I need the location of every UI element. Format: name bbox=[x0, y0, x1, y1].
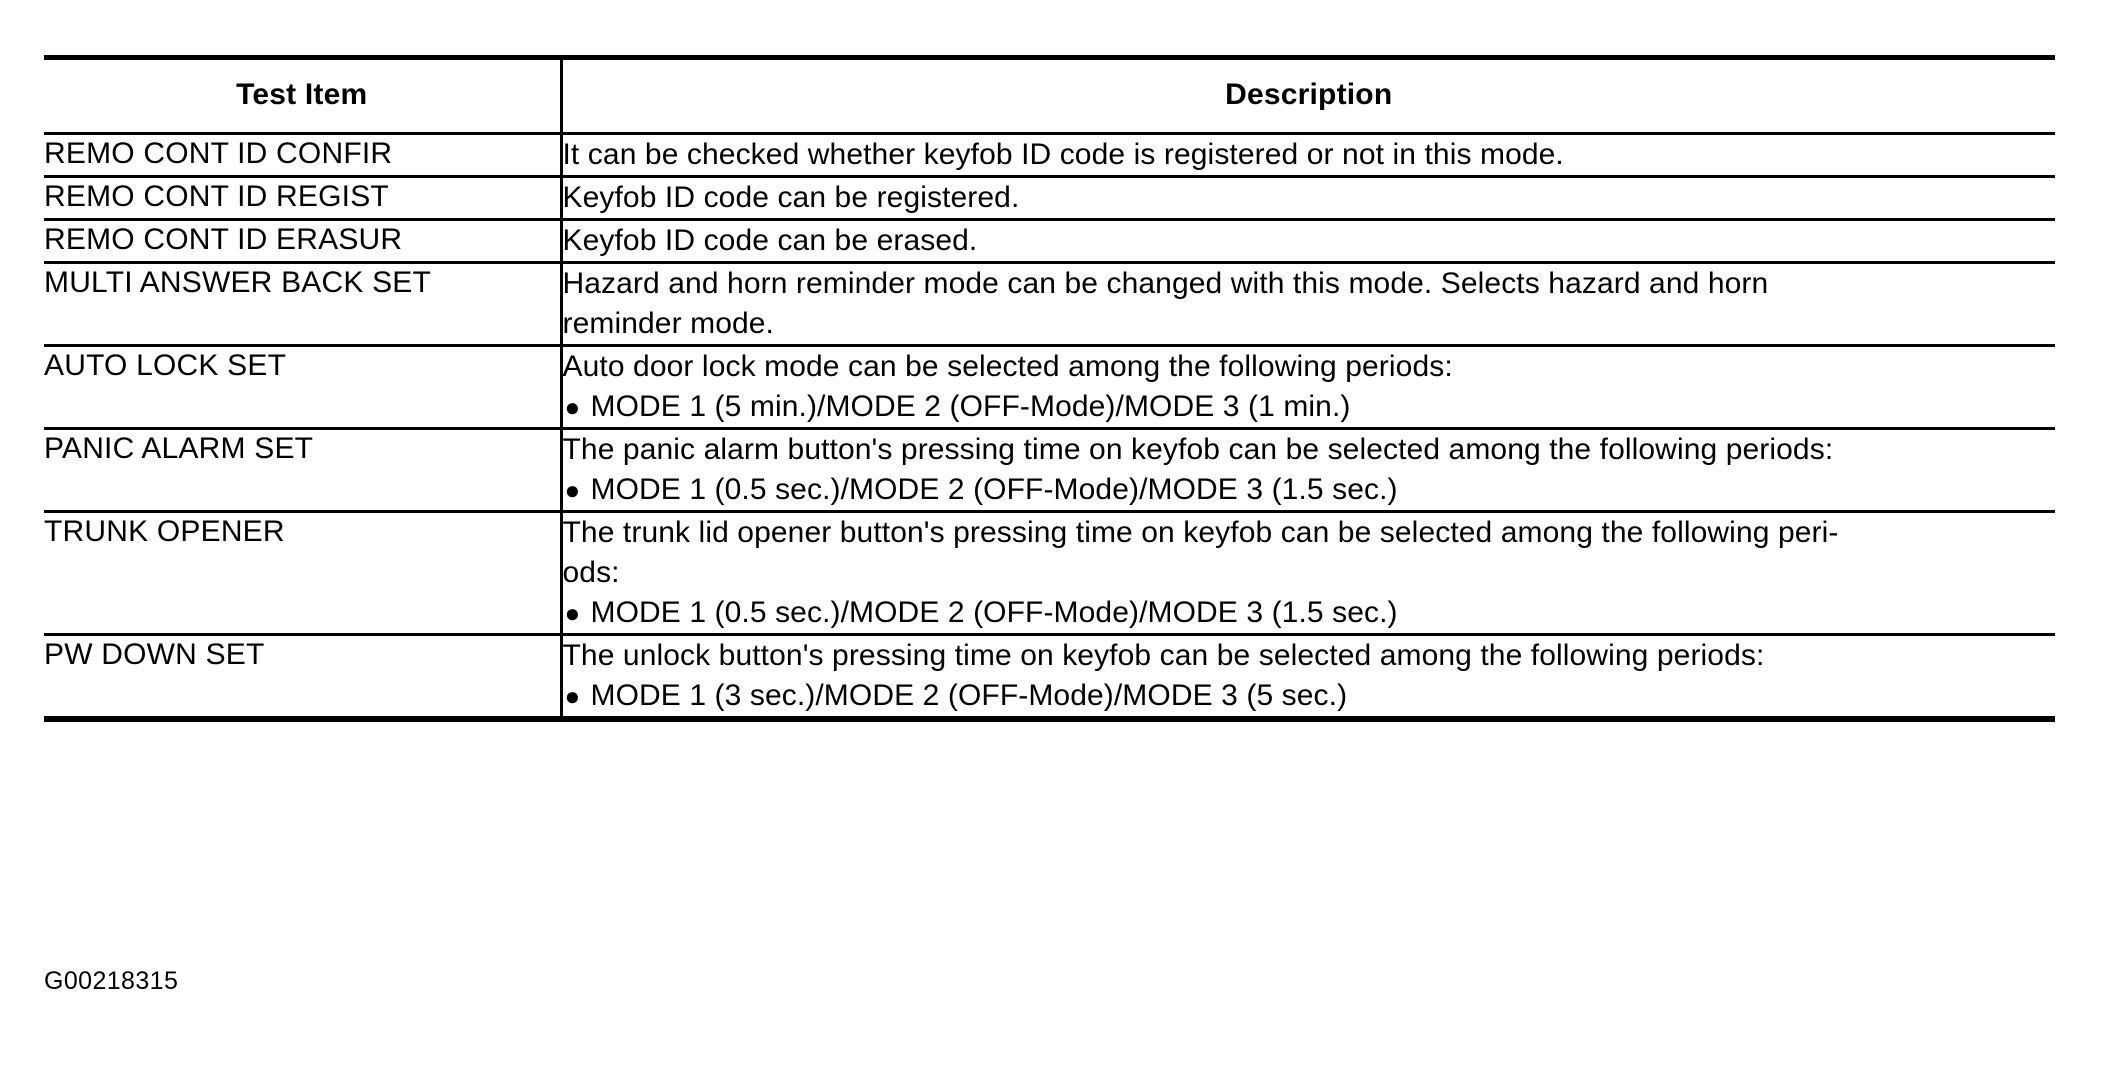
description-bullet-item: ● MODE 1 (0.5 sec.)/MODE 2 (OFF-Mode)/MO… bbox=[563, 593, 2056, 633]
description-line: The trunk lid opener button's pressing t… bbox=[562, 516, 1839, 549]
test-item-description-table: Test Item Description REMO CONT ID CONFI… bbox=[44, 55, 2055, 722]
test-item-label: AUTO LOCK SET bbox=[44, 349, 287, 382]
description-line: Hazard and horn reminder mode can be cha… bbox=[562, 267, 1769, 300]
table-row: TRUNK OPENER The trunk lid opener button… bbox=[44, 511, 2056, 636]
bullet-dot-icon: ● bbox=[564, 475, 581, 505]
table-row: REMO CONT ID CONFIR It can be checked wh… bbox=[44, 133, 2055, 178]
bullet-label: MODE 1 (0.5 sec.)/MODE 2 (OFF-Mode)/MODE… bbox=[590, 473, 1398, 506]
test-item-label: REMO CONT ID CONFIR bbox=[44, 137, 393, 170]
test-item-label: PANIC ALARM SET bbox=[44, 432, 314, 465]
table-row: PANIC ALARM SET The panic alarm button's… bbox=[44, 428, 2056, 513]
description-line: It can be checked whether keyfob ID code… bbox=[562, 138, 1564, 171]
cell-test-item: AUTO LOCK SET bbox=[44, 345, 561, 430]
test-item-label: MULTI ANSWER BACK SET bbox=[44, 266, 432, 299]
test-item-label: TRUNK OPENER bbox=[44, 515, 285, 548]
table-body: REMO CONT ID CONFIR It can be checked wh… bbox=[44, 133, 2056, 722]
test-item-label: REMO CONT ID ERASUR bbox=[44, 223, 403, 256]
bullet-dot-icon: ● bbox=[564, 598, 581, 628]
bullet-label: MODE 1 (3 sec.)/MODE 2 (OFF-Mode)/MODE 3… bbox=[590, 679, 1348, 712]
table-row: AUTO LOCK SET Auto door lock mode can be… bbox=[44, 345, 2056, 430]
cell-test-item: PANIC ALARM SET bbox=[44, 428, 561, 513]
cell-test-item: REMO CONT ID CONFIR bbox=[44, 133, 561, 178]
cell-description: Keyfob ID code can be registered. bbox=[559, 176, 2055, 221]
description-line: The unlock button's pressing time on key… bbox=[562, 639, 1765, 672]
table-row: REMO CONT ID REGIST Keyfob ID code can b… bbox=[44, 176, 2055, 221]
cell-test-item: REMO CONT ID ERASUR bbox=[44, 219, 561, 264]
description-line: Keyfob ID code can be registered. bbox=[562, 181, 1020, 214]
cell-test-item: TRUNK OPENER bbox=[44, 511, 561, 636]
description-line: ods: bbox=[562, 556, 620, 589]
bullet-label: MODE 1 (0.5 sec.)/MODE 2 (OFF-Mode)/MODE… bbox=[590, 596, 1398, 629]
bullet-dot-icon: ● bbox=[564, 681, 581, 711]
cell-description: Auto door lock mode can be selected amon… bbox=[559, 345, 2056, 430]
description-bullet-item: ● MODE 1 (3 sec.)/MODE 2 (OFF-Mode)/MODE… bbox=[563, 676, 2056, 716]
table-header: Test Item Description bbox=[44, 55, 2055, 135]
column-header-test-item-label: Test Item bbox=[236, 78, 368, 111]
cell-test-item: PW DOWN SET bbox=[44, 634, 561, 722]
bullet-dot-icon: ● bbox=[564, 392, 581, 422]
figure-reference-code: G00218315 bbox=[44, 967, 179, 995]
description-bullet-item: ● MODE 1 (0.5 sec.)/MODE 2 (OFF-Mode)/MO… bbox=[563, 470, 2056, 510]
column-header-description-label: Description bbox=[1225, 78, 1393, 111]
cell-description: The panic alarm button's pressing time o… bbox=[559, 428, 2056, 513]
column-header-description: Description bbox=[559, 55, 2055, 135]
column-header-test-item: Test Item bbox=[44, 55, 561, 135]
table-row: PW DOWN SET The unlock button's pressing… bbox=[44, 634, 2056, 722]
description-line: The panic alarm button's pressing time o… bbox=[562, 433, 1834, 466]
description-line: reminder mode. bbox=[562, 307, 774, 340]
description-line: Auto door lock mode can be selected amon… bbox=[562, 350, 1453, 383]
cell-description: Hazard and horn reminder mode can be cha… bbox=[559, 262, 2055, 347]
description-bullet-item: ● MODE 1 (5 min.)/MODE 2 (OFF-Mode)/MODE… bbox=[563, 387, 2056, 427]
description-line: Keyfob ID code can be erased. bbox=[562, 224, 978, 257]
table-row: REMO CONT ID ERASUR Keyfob ID code can b… bbox=[44, 219, 2055, 264]
cell-description: It can be checked whether keyfob ID code… bbox=[559, 133, 2055, 178]
cell-description: The unlock button's pressing time on key… bbox=[559, 634, 2056, 722]
cell-description: The trunk lid opener button's pressing t… bbox=[559, 511, 2056, 636]
test-item-label: PW DOWN SET bbox=[44, 638, 265, 671]
bullet-label: MODE 1 (5 min.)/MODE 2 (OFF-Mode)/MODE 3… bbox=[590, 390, 1351, 423]
test-item-label: REMO CONT ID REGIST bbox=[44, 180, 389, 213]
table-header-row: Test Item Description bbox=[44, 55, 2055, 135]
table-row: MULTI ANSWER BACK SET Hazard and horn re… bbox=[44, 262, 2055, 347]
cell-description: Keyfob ID code can be erased. bbox=[559, 219, 2055, 264]
cell-test-item: REMO CONT ID REGIST bbox=[44, 176, 561, 221]
cell-test-item: MULTI ANSWER BACK SET bbox=[44, 262, 561, 347]
